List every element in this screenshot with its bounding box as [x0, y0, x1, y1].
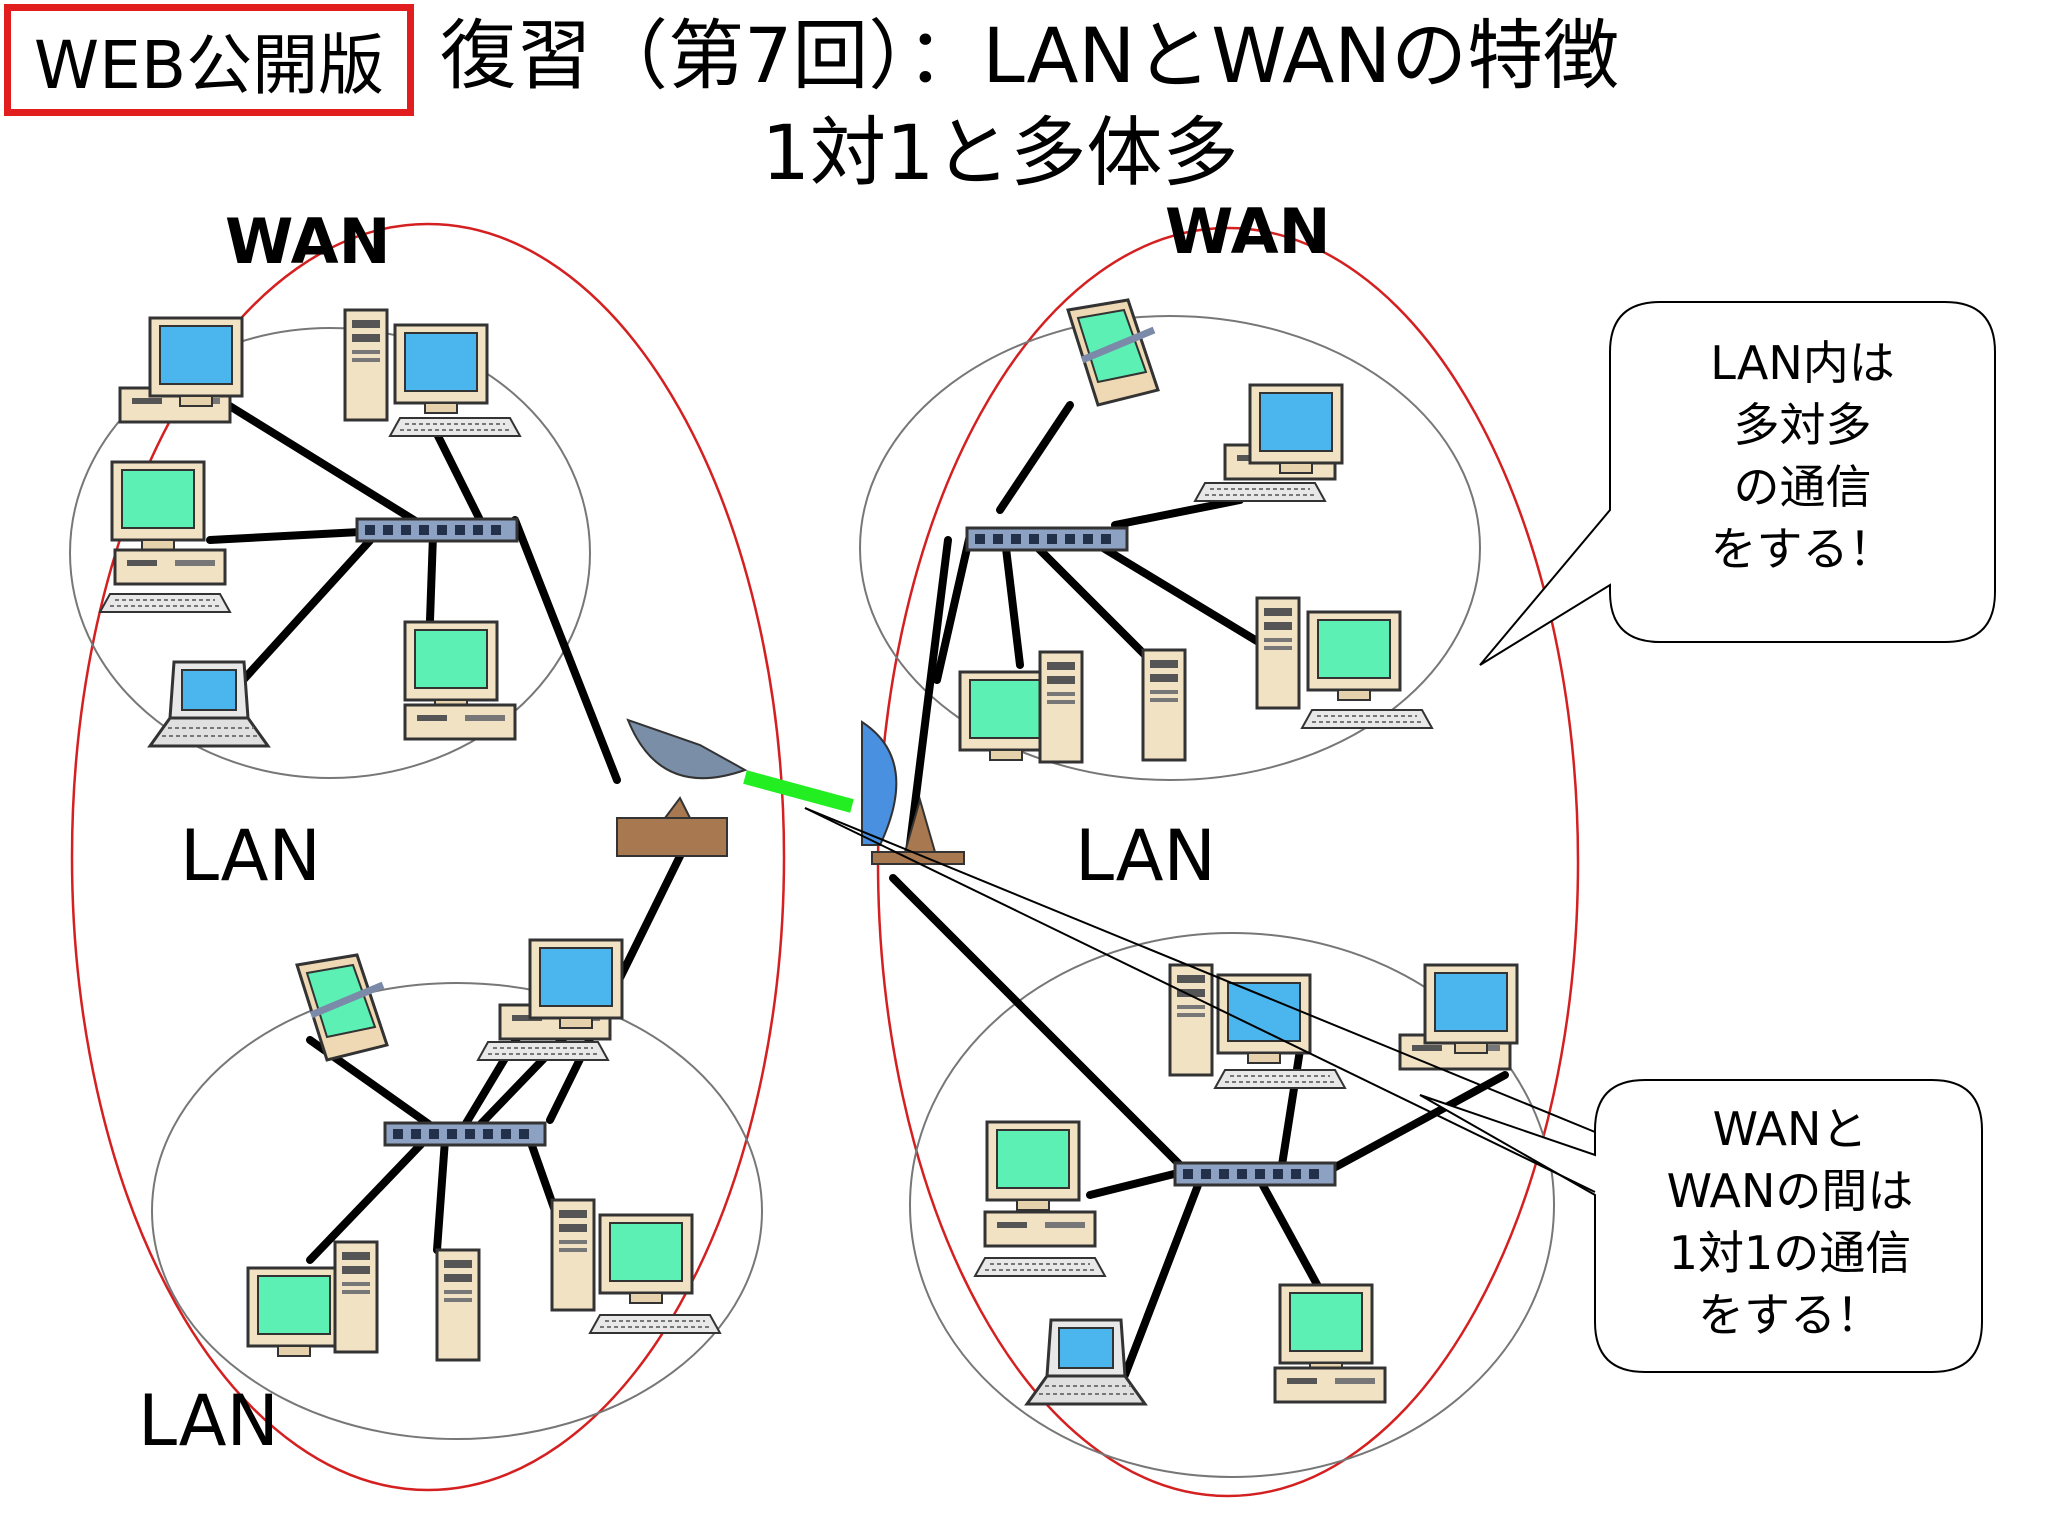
satellite-dish-left	[616, 718, 748, 857]
callout-line: をする！	[1710, 522, 1895, 576]
server-tower-icon	[435, 1248, 481, 1362]
computer-icon	[1398, 963, 1519, 1071]
computer-icon	[1168, 963, 1346, 1089]
lan-top-right-ellipse	[859, 315, 1481, 781]
callout-pointer-line	[804, 807, 1596, 1193]
callout-line: をする！	[1698, 1288, 1882, 1342]
computer-icon	[1194, 383, 1344, 502]
lan-label: LAN	[138, 1380, 279, 1462]
lan-label: LAN	[1075, 815, 1216, 897]
slide-subtitle: 1対1と多体多	[761, 108, 1239, 197]
computer-icon	[118, 316, 244, 424]
computer-icon	[550, 1198, 721, 1334]
switch-icon	[965, 526, 1129, 552]
server-tower-icon	[1141, 648, 1187, 762]
callout-line: の通信	[1733, 460, 1872, 514]
callout-line: LAN内は	[1710, 336, 1895, 390]
network-cables	[206, 396, 1509, 1379]
callout-wan-text: WANと WANの間は 1対1の通信 をする！	[1600, 1098, 1980, 1346]
callout-line: WANと	[1712, 1102, 1868, 1156]
wan-right-ellipse	[876, 226, 1580, 1498]
callout-pointer-line	[804, 807, 1596, 1133]
computer-icon	[1255, 596, 1433, 729]
wireless-link	[743, 770, 854, 813]
callout-line: 1対1の通信	[1668, 1226, 1912, 1280]
wan-label-right: WAN	[1165, 195, 1331, 268]
callout-lan-text: LAN内は 多対多 の通信 をする！	[1615, 332, 1990, 580]
computer-icon	[477, 938, 624, 1061]
switch-icon	[1173, 1161, 1337, 1187]
pda-icon	[1068, 300, 1158, 405]
lan-bottom-right-ellipse	[909, 932, 1555, 1478]
lan-top-left-ellipse	[69, 327, 591, 779]
computer-icon	[403, 620, 517, 741]
switch-icon	[355, 517, 519, 543]
wan-label-left: WAN	[225, 205, 391, 278]
computer-icon	[1273, 1283, 1387, 1404]
callout-lan-bubble	[1479, 301, 1996, 666]
callout-wan-bubble	[1419, 1079, 1983, 1373]
web-public-badge: WEB公開版	[4, 4, 414, 116]
slide-title: 復習（第7回）：LANとWANの特徴	[440, 11, 1620, 100]
computer-icon	[343, 308, 521, 437]
computer-icon	[974, 1120, 1106, 1277]
callout-line: 多対多	[1733, 398, 1872, 452]
switch-icon	[383, 1121, 547, 1147]
lan-label: LAN	[180, 815, 321, 897]
lan-bottom-left-ellipse	[151, 982, 763, 1440]
callout-line: WANの間は	[1666, 1164, 1914, 1218]
wan-left-ellipse	[70, 222, 786, 1492]
